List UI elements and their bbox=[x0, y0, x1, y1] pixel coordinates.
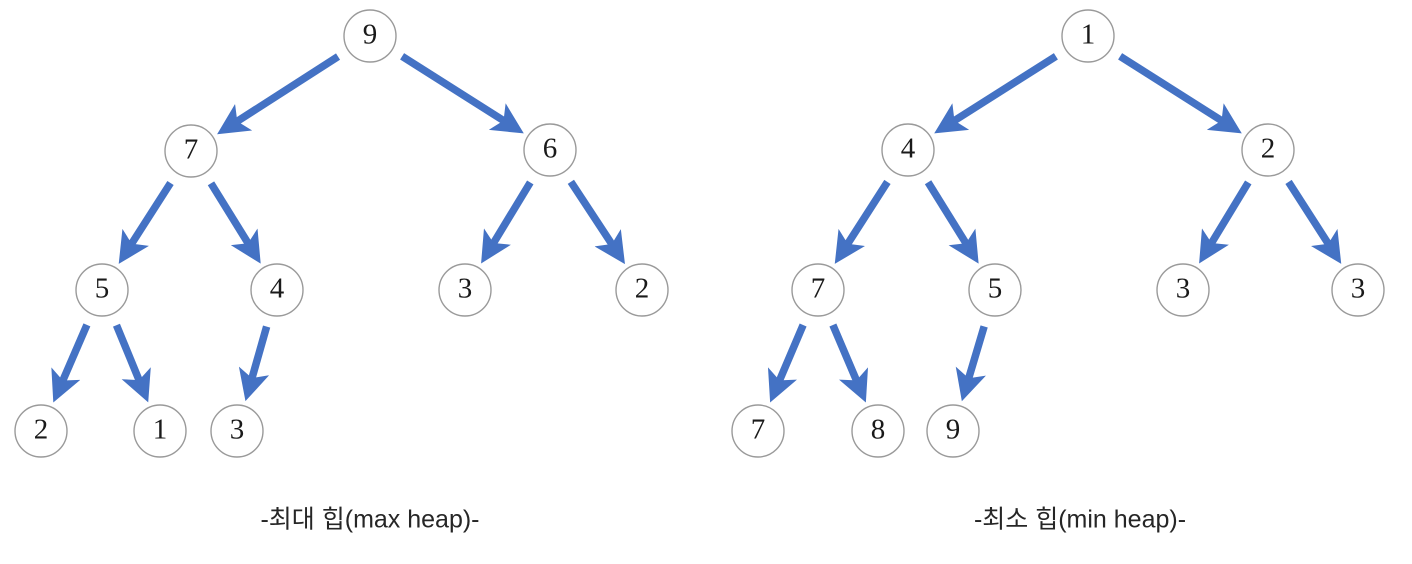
node-value-label: 3 bbox=[1351, 273, 1366, 305]
node-value-label: 6 bbox=[543, 133, 558, 165]
node-circle bbox=[1156, 263, 1210, 317]
node-circle bbox=[926, 404, 980, 458]
node-value-label: 5 bbox=[95, 273, 110, 305]
node-value-label: 9 bbox=[363, 19, 378, 51]
nodes-layer: 9 7 6 5 4 3 2 2 1 3 1 4 2 7 5 3 3 7 8 9 bbox=[14, 9, 1385, 458]
tree-edge-arrow bbox=[934, 53, 1058, 134]
node-value-label: 2 bbox=[1261, 133, 1276, 165]
node-value-label: 7 bbox=[751, 414, 766, 446]
node-value-label: 4 bbox=[901, 133, 916, 165]
tree-node[interactable]: 3 bbox=[438, 263, 492, 317]
tree-node[interactable]: 9 bbox=[926, 404, 980, 458]
tree-edge-arrow bbox=[1285, 179, 1342, 264]
tree-edge-arrow bbox=[238, 325, 271, 402]
node-circle bbox=[438, 263, 492, 317]
tree-edge-arrow bbox=[112, 323, 151, 403]
tree-node[interactable]: 9 bbox=[343, 9, 397, 63]
tree-edge-arrow bbox=[481, 180, 534, 264]
tree-edge-arrow bbox=[567, 179, 625, 265]
node-circle bbox=[615, 263, 669, 317]
node-value-label: 3 bbox=[458, 273, 473, 305]
tree-edge-arrow bbox=[51, 323, 91, 403]
node-circle bbox=[731, 404, 785, 458]
node-circle bbox=[75, 263, 129, 317]
tree-node[interactable]: 2 bbox=[14, 404, 68, 458]
node-value-label: 8 bbox=[871, 414, 886, 446]
tree-node[interactable]: 7 bbox=[164, 124, 218, 178]
node-circle bbox=[523, 123, 577, 177]
tree-node[interactable]: 5 bbox=[75, 263, 129, 317]
node-circle bbox=[851, 404, 905, 458]
node-circle bbox=[968, 263, 1022, 317]
tree-caption: -최소 힙(min heap)- bbox=[974, 506, 1186, 534]
node-circle bbox=[1061, 9, 1115, 63]
tree-node[interactable]: 3 bbox=[1156, 263, 1210, 317]
node-value-label: 7 bbox=[184, 134, 199, 166]
node-value-label: 1 bbox=[1081, 19, 1096, 51]
node-circle bbox=[791, 263, 845, 317]
tree-edge-arrow bbox=[1199, 180, 1252, 264]
tree-edge-arrow bbox=[767, 323, 807, 403]
node-circle bbox=[14, 404, 68, 458]
node-circle bbox=[1241, 123, 1295, 177]
node-value-label: 7 bbox=[811, 273, 826, 305]
node-value-label: 4 bbox=[270, 273, 285, 305]
tree-edge-arrow bbox=[400, 53, 524, 134]
node-value-label: 2 bbox=[635, 273, 650, 305]
node-circle bbox=[210, 404, 264, 458]
tree-edge-arrow bbox=[118, 180, 174, 264]
tree-node[interactable]: 3 bbox=[210, 404, 264, 458]
tree-edge-arrow bbox=[207, 181, 261, 264]
tree-node[interactable]: 1 bbox=[133, 404, 187, 458]
node-value-label: 2 bbox=[34, 414, 49, 446]
tree-edge-arrow bbox=[834, 179, 891, 264]
node-circle bbox=[133, 404, 187, 458]
tree-node[interactable]: 1 bbox=[1061, 9, 1115, 63]
tree-node[interactable]: 8 bbox=[851, 404, 905, 458]
tree-edge-arrow bbox=[924, 180, 979, 264]
tree-edge-arrow bbox=[1118, 53, 1242, 134]
tree-caption: -최대 힙(max heap)- bbox=[260, 506, 479, 534]
node-circle bbox=[250, 263, 304, 317]
tree-node[interactable]: 4 bbox=[250, 263, 304, 317]
captions-layer: -최대 힙(max heap)- -최소 힙(min heap)- bbox=[260, 506, 1186, 534]
tree-node[interactable]: 7 bbox=[791, 263, 845, 317]
tree-node[interactable]: 5 bbox=[968, 263, 1022, 317]
node-circle bbox=[1331, 263, 1385, 317]
tree-edge-arrow bbox=[217, 53, 341, 135]
node-value-label: 1 bbox=[153, 414, 168, 446]
tree-node[interactable]: 3 bbox=[1331, 263, 1385, 317]
node-value-label: 9 bbox=[946, 414, 961, 446]
tree-edge-arrow bbox=[955, 325, 988, 402]
tree-node[interactable]: 2 bbox=[1241, 123, 1295, 177]
node-value-label: 5 bbox=[988, 273, 1003, 305]
node-value-label: 3 bbox=[1176, 273, 1191, 305]
edges-layer bbox=[51, 53, 1342, 403]
node-value-label: 3 bbox=[230, 414, 245, 446]
tree-node[interactable]: 2 bbox=[615, 263, 669, 317]
node-circle bbox=[881, 123, 935, 177]
node-circle bbox=[343, 9, 397, 63]
tree-node[interactable]: 6 bbox=[523, 123, 577, 177]
node-circle bbox=[164, 124, 218, 178]
tree-edge-arrow bbox=[829, 323, 869, 403]
tree-node[interactable]: 7 bbox=[731, 404, 785, 458]
tree-node[interactable]: 4 bbox=[881, 123, 935, 177]
